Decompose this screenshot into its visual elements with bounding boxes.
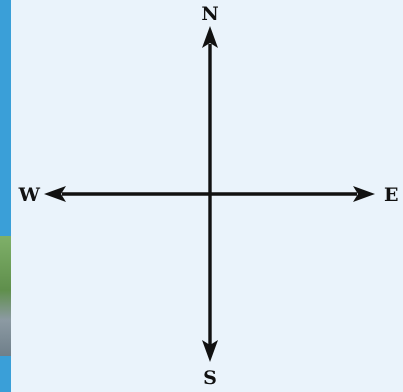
east-label: E: [384, 184, 398, 206]
north-label: N: [201, 3, 218, 25]
west-label: W: [18, 184, 41, 206]
south-label: S: [203, 367, 217, 389]
